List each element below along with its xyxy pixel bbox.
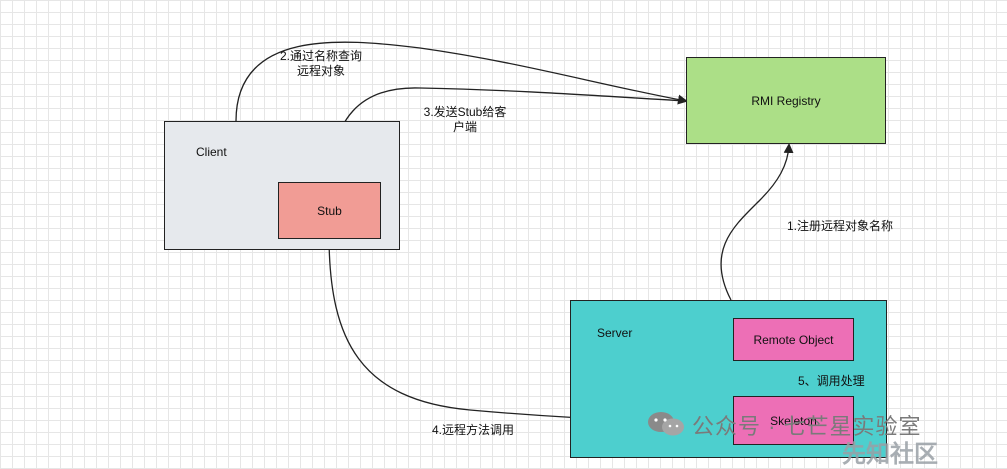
wechat-icon — [646, 410, 686, 438]
edge-label-invoke: 5、调用处理 — [798, 374, 865, 388]
skeleton-label: Skeleton — [770, 413, 817, 428]
edge-label-query: 2.通过名称查询 远程对象 — [275, 49, 367, 79]
client-label: Client — [196, 145, 227, 159]
stub-box[interactable]: Stub — [278, 182, 381, 239]
skeleton-box[interactable]: Skeleton — [733, 396, 854, 445]
edge-register — [720, 143, 794, 301]
edge-label-send-stub-line1: 3.发送Stub给客 — [423, 105, 507, 119]
rmi-registry-box[interactable]: RMI Registry — [686, 57, 886, 144]
server-label: Server — [597, 326, 633, 340]
edge-label-query-line2: 远程对象 — [296, 64, 345, 78]
edge-label-send-stub: 3.发送Stub给客 户端 — [418, 105, 512, 135]
remote-object-box[interactable]: Remote Object — [733, 318, 854, 361]
watermark-text: 公众号 · 七芒星实验室 — [692, 414, 922, 439]
stub-label: Stub — [317, 203, 342, 218]
edge-label-query-line1: 2.通过名称查询 — [279, 49, 362, 63]
rmi-registry-label: RMI Registry — [751, 93, 821, 108]
edge-query-registry — [235, 41, 688, 122]
edge-label-register: 1.注册远程对象名称 — [787, 219, 894, 233]
remote-object-label: Remote Object — [753, 332, 834, 347]
edge-label-remote-call: 4.远程方法调用 — [432, 423, 515, 437]
edge-label-send-stub-line2: 户端 — [452, 120, 477, 134]
